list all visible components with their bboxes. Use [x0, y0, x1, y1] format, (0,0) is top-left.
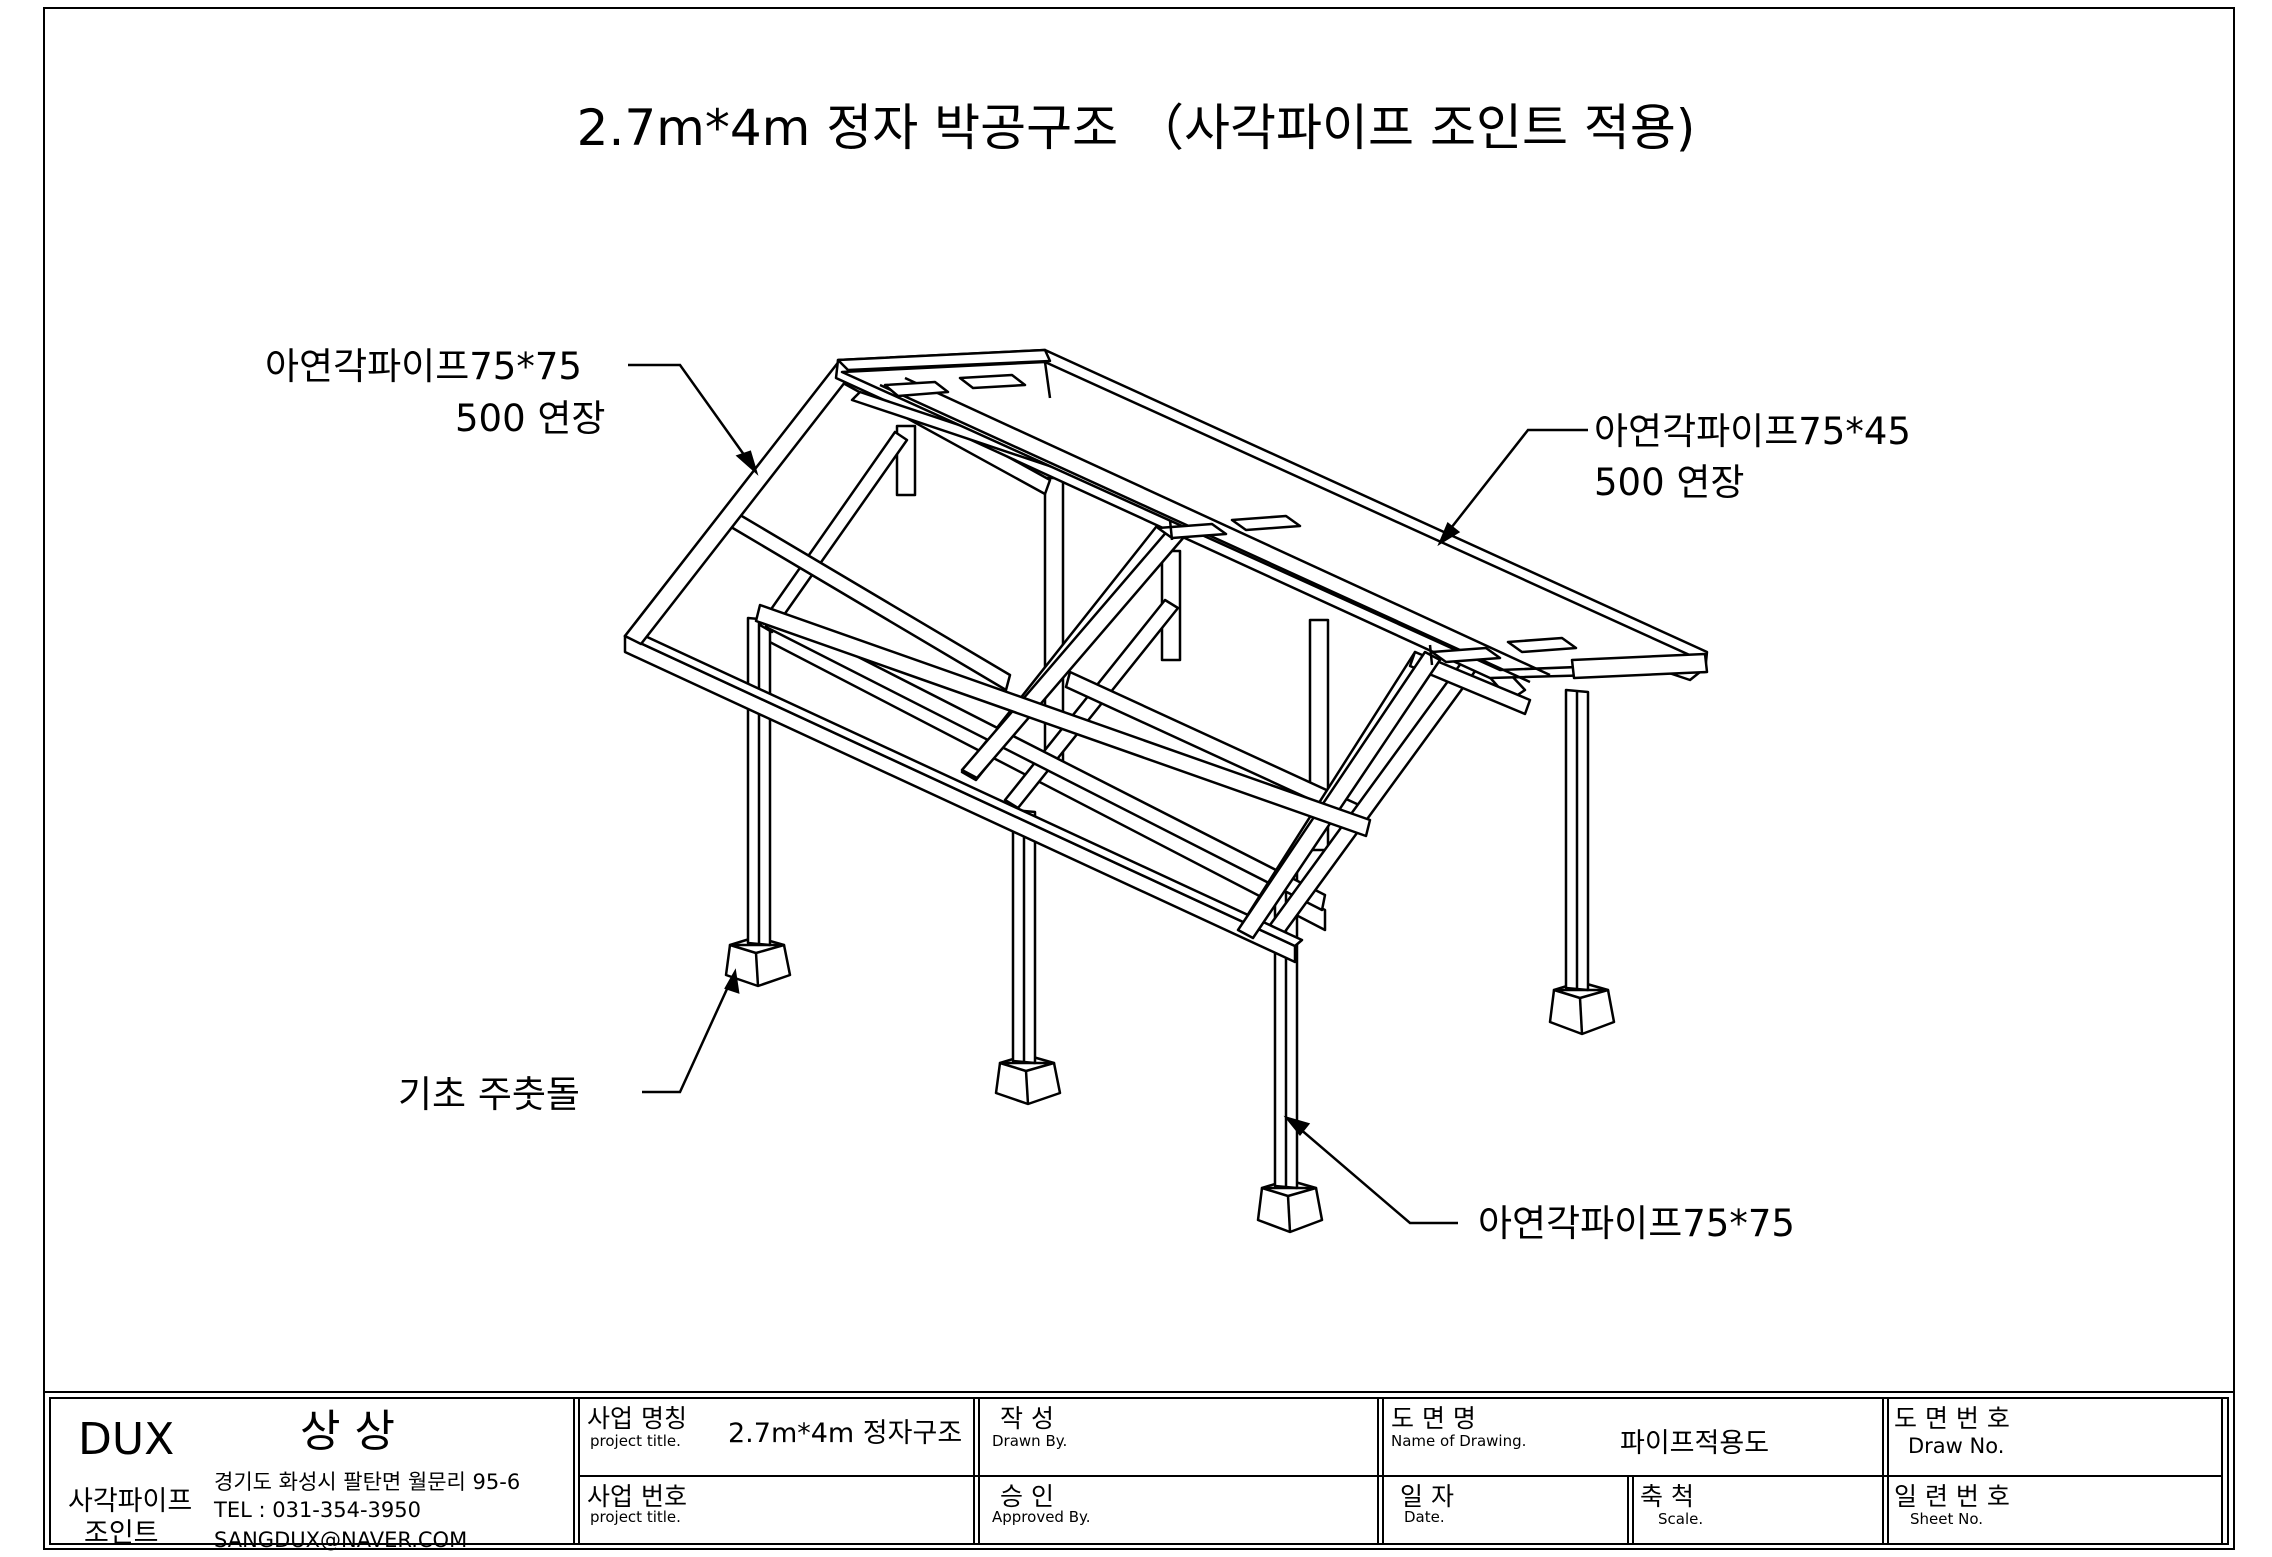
callout-purlin-pipe-extension: 500 연장	[1594, 461, 1745, 504]
drawing-title: 2.7m*4m 정자 박공구조 （사각파이프 조인트 적용)	[576, 99, 1696, 157]
company-brand: DUX	[78, 1414, 175, 1465]
callout-roof-pipe-size: 아연각파이프75*75	[265, 345, 582, 388]
company-email: SANGDUX@NAVER.COM	[214, 1528, 468, 1552]
project-title-value: 2.7m*4m 정자구조	[728, 1418, 963, 1449]
sheet-border	[43, 7, 2235, 1550]
roof-top-frame	[834, 348, 1709, 684]
date-label: 일 자	[1400, 1482, 1454, 1511]
project-no-label: 사업 번호	[587, 1482, 687, 1511]
project-no-sub: project title.	[590, 1508, 681, 1526]
drawing-no-label: 도 면 번 호	[1894, 1404, 2010, 1433]
scale-label: 축 척	[1640, 1482, 1694, 1511]
pavilion-structure	[623, 348, 1709, 1234]
drawn-by-label: 작 성	[1000, 1404, 1054, 1433]
scale-sub: Scale.	[1658, 1510, 1704, 1528]
company-name: 상 상	[300, 1406, 395, 1457]
drawing-name-label: 도 면 명	[1391, 1404, 1476, 1433]
callout-purlin-pipe-size: 아연각파이프75*45	[1594, 410, 1911, 453]
front-columns	[746, 616, 1590, 1190]
drawn-by-sub: Drawn By.	[992, 1432, 1068, 1450]
side-beam	[754, 603, 1372, 838]
leader-roof-pipe	[628, 363, 754, 467]
foundation-stones	[724, 935, 1616, 1234]
sheet-no-sub: Sheet No.	[1910, 1510, 1984, 1528]
leader-column-pipe	[1291, 1121, 1458, 1225]
project-title-label: 사업 명칭	[587, 1404, 687, 1433]
project-title-sub: project title.	[590, 1432, 681, 1450]
leader-purlin-pipe	[1443, 428, 1588, 538]
approved-by-sub: Approved By.	[992, 1508, 1091, 1526]
product-line-2: 조인트	[84, 1518, 159, 1549]
arrowhead	[724, 968, 740, 994]
company-address: 경기도 화성시 팔탄면 월문리 95-6	[214, 1470, 521, 1494]
drawing-no-sub: Draw No.	[1908, 1434, 2005, 1458]
title-block-grid	[44, 1391, 2234, 1545]
arrowhead	[1437, 521, 1461, 547]
approved-by-label: 승 인	[1000, 1482, 1054, 1511]
date-sub: Date.	[1404, 1508, 1445, 1526]
drawing-name-value: 파이프적용도	[1620, 1428, 1770, 1459]
sheet-no-label: 일 련 번 호	[1894, 1482, 2010, 1511]
drawing-name-sub: Name of Drawing.	[1391, 1432, 1527, 1450]
product-line-1: 사각파이프	[68, 1486, 193, 1517]
callout-column-pipe: 아연각파이프75*75	[1478, 1202, 1795, 1245]
callout-roof-pipe-extension: 500 연장	[455, 397, 606, 440]
callout-leaders	[628, 363, 1588, 1225]
arrowhead	[1283, 1115, 1311, 1136]
arrowhead	[735, 450, 759, 476]
leader-foundation	[642, 977, 734, 1094]
company-tel: TEL : 031-354-3950	[214, 1498, 421, 1522]
callout-foundation-stone: 기초 주춧돌	[398, 1073, 580, 1116]
